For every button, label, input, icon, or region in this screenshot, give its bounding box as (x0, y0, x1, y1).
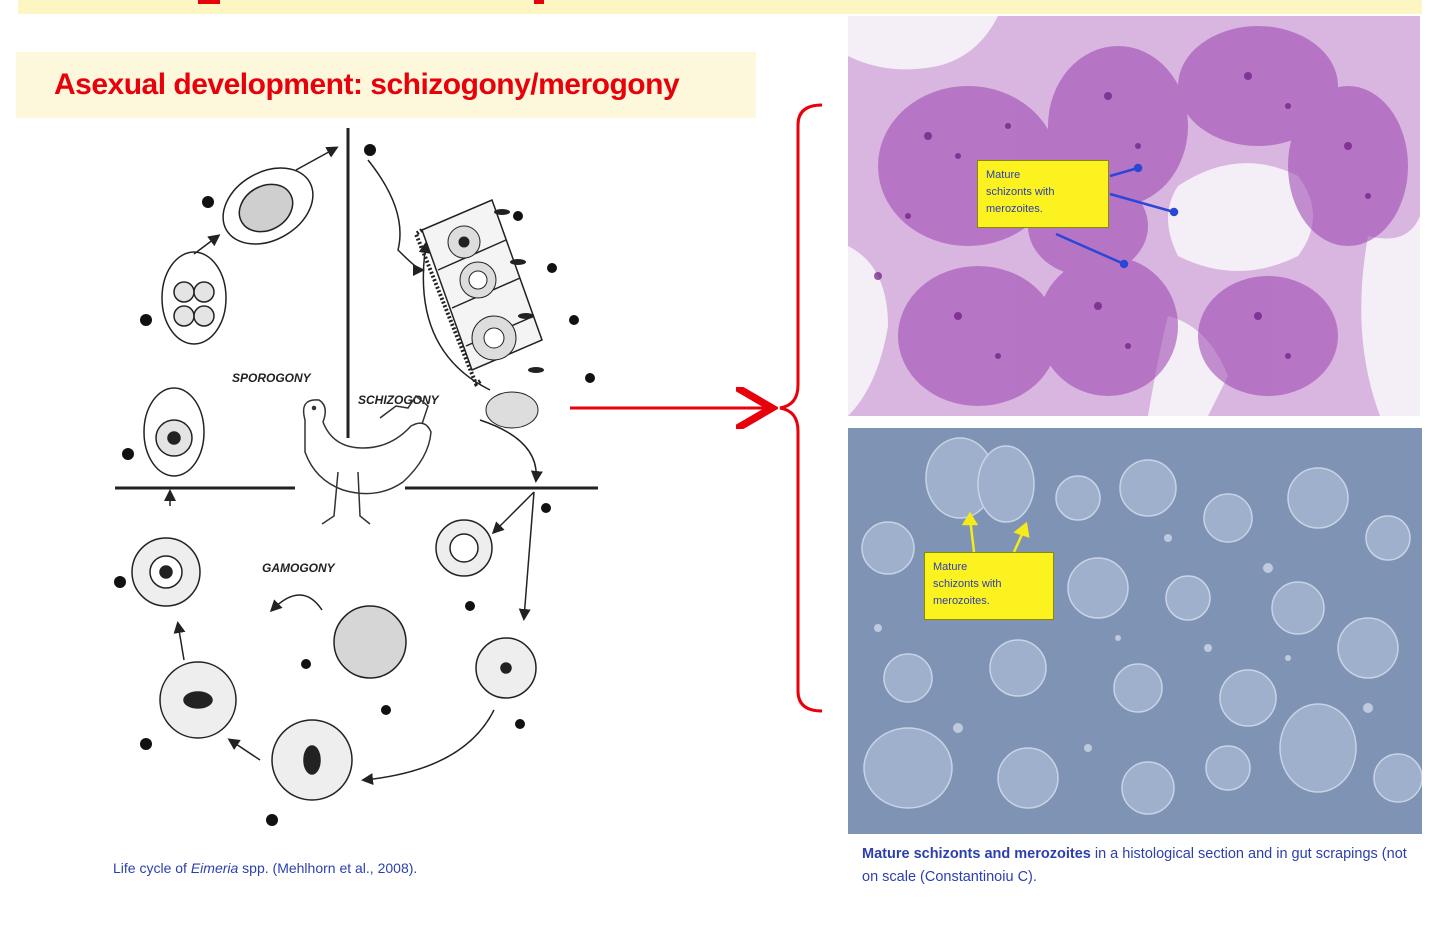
life-cycle-diagram: SPOROGONY SCHIZOGONY GAMOGONY (100, 120, 610, 840)
micrograph-caption: Mature schizonts and merozoites in a his… (862, 843, 1422, 889)
callout-line: merozoites. (986, 203, 1043, 215)
callout-line: schizonts with (933, 578, 1002, 590)
diagram-caption: Life cycle of Eimeria spp. (Mehlhorn et … (113, 860, 417, 876)
title-banner-strip (18, 0, 1422, 14)
title-fragment-mark (198, 0, 220, 4)
label-gamogony: GAMOGONY (262, 561, 336, 575)
caption-suffix: spp. (Mehlhorn et al., 2008). (238, 860, 418, 876)
callout-line: merozoites. (933, 595, 990, 607)
callout-gut-scraping: Mature schizonts with merozoites. (924, 552, 1054, 620)
histology-micrograph (848, 16, 1420, 416)
callout-line: schizonts with (986, 186, 1055, 198)
caption-rest: in a histological section and in gut scr… (862, 846, 1407, 885)
label-sporogony: SPOROGONY (232, 371, 312, 385)
callout-histology: Mature schizonts with merozoites. (977, 160, 1109, 228)
slide-heading: Asexual development: schizogony/merogony (54, 68, 680, 101)
red-connector (560, 95, 840, 725)
gut-scraping-micrograph (848, 428, 1422, 834)
red-brace (779, 103, 823, 713)
chicken-icon (302, 394, 432, 525)
title-fragment-mark (534, 0, 544, 4)
caption-prefix: Life cycle of (113, 860, 191, 876)
callout-line: Mature (933, 561, 968, 573)
callout-line: Mature (986, 169, 1021, 181)
label-schizogony: SCHIZOGONY (358, 393, 440, 407)
heading-box: Asexual development: schizogony/merogony (16, 52, 756, 118)
caption-genus: Eimeria (190, 860, 239, 876)
caption-bold: Mature schizonts and merozoites (862, 846, 1091, 862)
